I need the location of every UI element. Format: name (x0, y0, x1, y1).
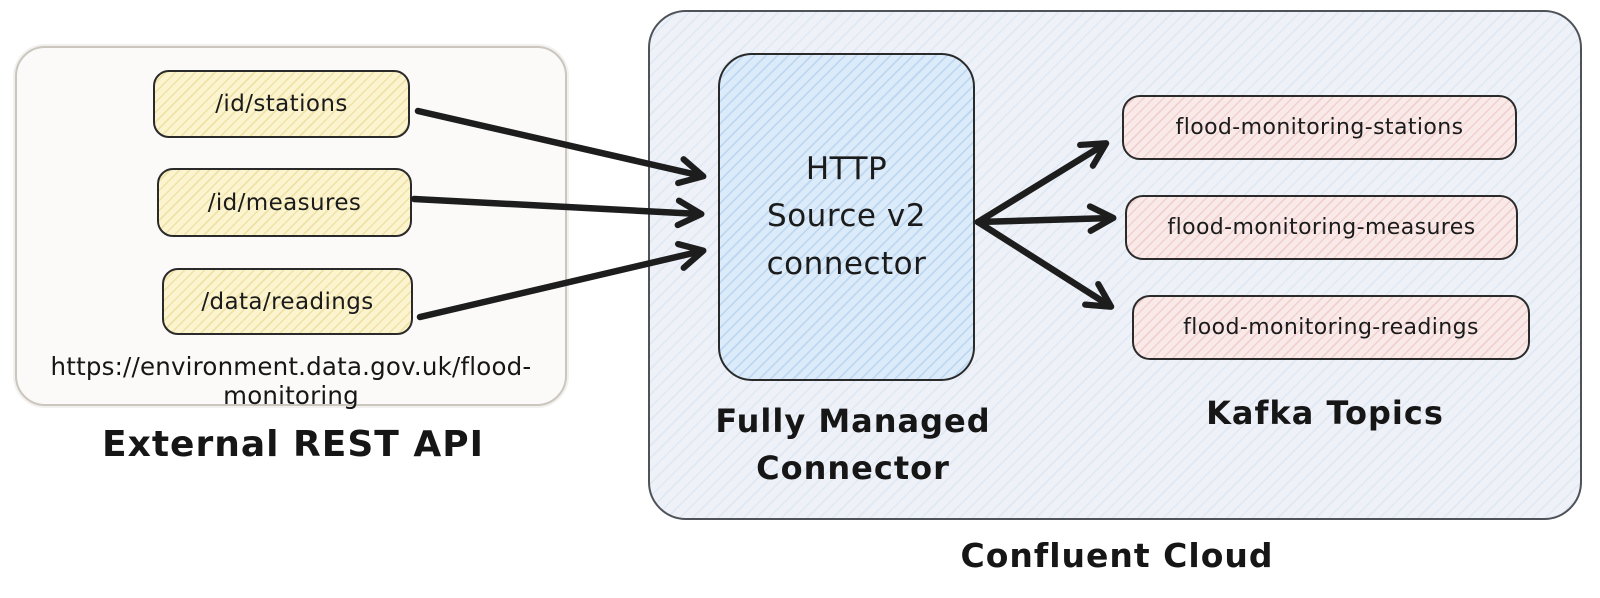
topic-flood-monitoring-measures: flood-monitoring-measures (1125, 195, 1518, 260)
topic-label: flood-monitoring-readings (1183, 315, 1479, 340)
topic-flood-monitoring-stations: flood-monitoring-stations (1122, 95, 1517, 160)
external-api-caption: External REST API (102, 424, 484, 465)
topic-label: flood-monitoring-stations (1175, 115, 1464, 140)
endpoint-id-stations: /id/stations (153, 70, 410, 138)
confluent-cloud-caption: Confluent Cloud (960, 536, 1274, 575)
endpoint-label: /id/stations (215, 91, 348, 117)
endpoint-label: /id/measures (207, 189, 362, 216)
kafka-topics-caption: Kafka Topics (1206, 394, 1444, 432)
topic-flood-monitoring-readings: flood-monitoring-readings (1132, 295, 1530, 360)
connector-title: HTTP Source v2 connector (766, 151, 927, 282)
endpoint-id-measures: /id/measures (157, 168, 412, 237)
fully-managed-caption: Fully Managed Connector (715, 402, 991, 488)
http-source-connector-box: HTTP Source v2 connector (718, 53, 975, 381)
topic-label: flood-monitoring-measures (1167, 215, 1476, 240)
api-base-url: https://environment.data.gov.uk/flood-mo… (50, 352, 532, 410)
endpoint-data-readings: /data/readings (162, 268, 413, 335)
endpoint-label: /data/readings (201, 288, 374, 315)
